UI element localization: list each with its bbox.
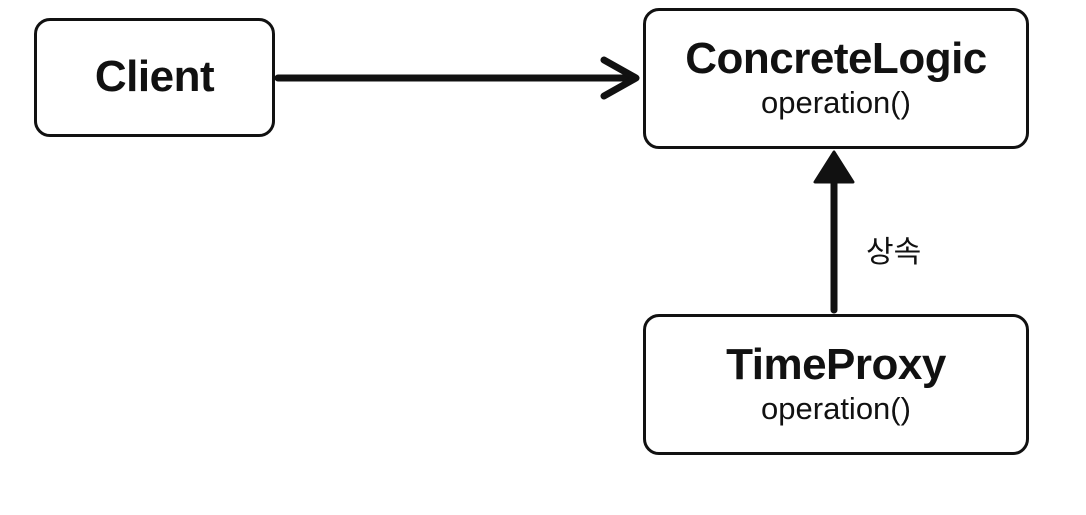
client-to-concrete-arrow [274, 56, 640, 100]
client-to-concrete-arrowhead [600, 56, 640, 100]
inheritance-label: 상속 [866, 235, 922, 270]
client-title: Client [94, 52, 215, 102]
time-proxy-title: TimeProxy [726, 339, 946, 389]
proxy-to-concrete-arrow [813, 150, 855, 314]
concrete-logic-node: ConcreteLogic operation() [643, 8, 1029, 149]
time-proxy-node: TimeProxy operation() [643, 314, 1029, 455]
concrete-logic-title: ConcreteLogic [685, 33, 987, 83]
client-node: Client [34, 18, 275, 137]
time-proxy-method: operation() [761, 391, 911, 426]
concrete-logic-method: operation() [761, 85, 911, 120]
proxy-to-concrete-arrowhead [813, 150, 855, 184]
